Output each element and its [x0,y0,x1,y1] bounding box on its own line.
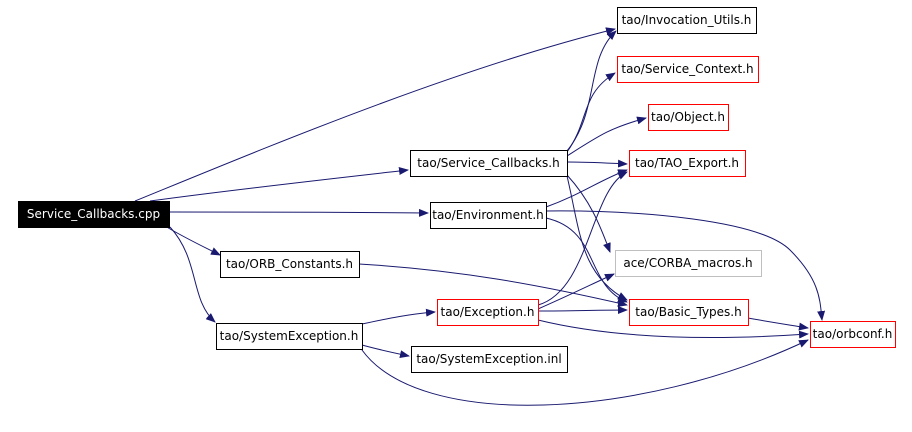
node-layer: Service_Callbacks.cpp tao/Invocation_Util… [18,7,896,373]
edge-root-to-orbc [164,225,221,256]
edge-root-to-inv [134,27,616,202]
edge-svccb-to-corba [566,174,611,253]
edge-exc-to-corba [537,273,615,310]
edge-sysexc-to-orbconf [361,339,809,406]
node-box-sysinl [411,346,568,373]
node-label-svcctx: tao/Service_Context.h [621,62,753,76]
node-box-exc [437,299,539,326]
node-box-obj [648,104,729,131]
node-box-inv [617,7,757,34]
edge-exc-to-orbconf [537,319,809,339]
node-box-root [18,201,170,228]
node-taoexp[interactable]: tao/TAO_Export.h [629,150,746,177]
node-svccb[interactable]: tao/Service_Callbacks.h [410,150,568,177]
node-box-corba [615,250,762,277]
node-box-taoexp [629,150,746,177]
node-label-sysexc: tao/SystemException.h [220,329,359,343]
node-label-basic: tao/Basic_Types.h [635,305,741,319]
edge-layer [134,27,826,406]
node-env[interactable]: tao/Environment.h [430,202,547,229]
node-label-sysinl: tao/SystemException.inl [416,352,561,366]
node-label-env: tao/Environment.h [432,208,544,222]
node-label-taoexp: tao/TAO_Export.h [635,156,739,170]
edge-env-to-orbconf [545,210,826,321]
node-corba[interactable]: ace/CORBA_macros.h [615,250,762,277]
node-obj[interactable]: tao/Object.h [648,104,729,131]
node-label-root: Service_Callbacks.cpp [27,207,160,221]
node-sysinl[interactable]: tao/SystemException.inl [411,346,568,373]
edge-root-to-env [168,208,429,217]
node-label-corba: ace/CORBA_macros.h [623,256,752,270]
edge-svccb-to-obj [566,116,647,157]
edge-svccb-to-inv [566,30,617,152]
node-exc[interactable]: tao/Exception.h [437,299,539,326]
edge-svccb-to-taoexp [566,159,628,168]
edge-orbc-to-basic [358,263,628,307]
edge-basic-to-orbconf [747,317,809,331]
node-inv[interactable]: tao/Invocation_Utils.h [617,7,757,34]
node-box-basic [629,299,749,326]
node-basic[interactable]: tao/Basic_Types.h [629,299,749,326]
node-label-svccb: tao/Service_Callbacks.h [417,156,559,170]
node-box-orbconf [810,321,896,348]
edge-sysexc-to-sysinl [361,344,410,359]
node-box-sysexc [216,323,363,350]
edge-sysexc-to-exc [361,308,436,325]
edge-exc-to-taoexp [537,171,628,306]
node-orbc[interactable]: tao/ORB_Constants.h [220,251,360,278]
node-label-inv: tao/Invocation_Utils.h [622,13,752,27]
node-label-exc: tao/Exception.h [441,305,535,319]
edge-env-to-basic [545,217,628,303]
node-sysexc[interactable]: tao/SystemException.h [216,323,363,350]
node-box-svcctx [617,56,759,83]
node-label-orbc: tao/ORB_Constants.h [226,257,353,271]
node-svcctx[interactable]: tao/Service_Context.h [617,56,759,83]
node-label-orbconf: tao/orbconf.h [813,327,893,341]
node-box-env [430,202,547,229]
edge-root-to-sysexc [169,226,216,323]
node-box-orbc [220,251,360,278]
edge-svccb-to-svcctx [566,72,616,153]
node-orbconf[interactable]: tao/orbconf.h [810,321,896,348]
node-root[interactable]: Service_Callbacks.cpp [18,201,170,228]
edge-root-to-svccb [149,167,409,202]
node-box-svccb [410,150,568,177]
node-label-obj: tao/Object.h [651,110,725,124]
edge-exc-to-basic [537,306,628,315]
